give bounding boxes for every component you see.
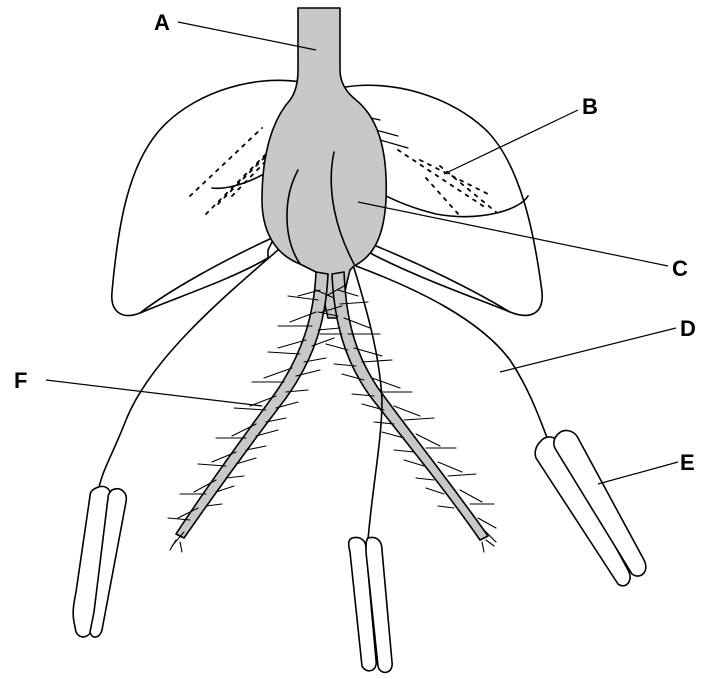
leader-d — [500, 328, 676, 372]
left-gonad — [73, 486, 126, 637]
label-a: A — [154, 10, 170, 35]
label-e: E — [680, 450, 695, 475]
label-b: B — [582, 94, 598, 119]
leader-e — [598, 462, 678, 484]
right-gonad — [535, 431, 646, 586]
leader-a — [178, 22, 316, 50]
label-d: D — [680, 316, 696, 341]
label-c: C — [672, 256, 688, 281]
leader-f — [46, 380, 262, 406]
nerve-branches — [168, 286, 496, 552]
middle-gonad — [349, 537, 393, 672]
label-f: F — [14, 368, 27, 393]
central-duct — [262, 8, 386, 318]
